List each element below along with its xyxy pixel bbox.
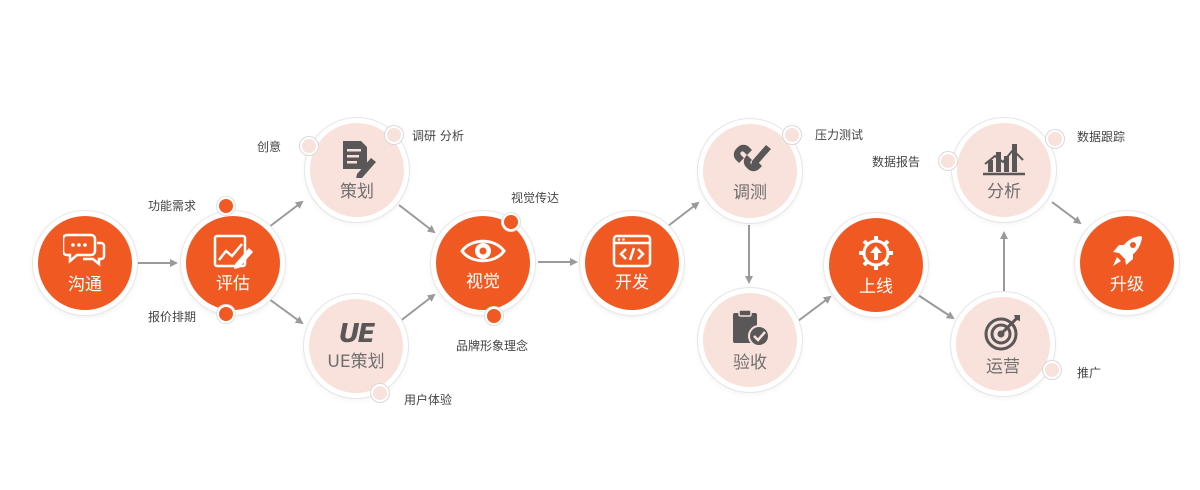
step-goutong: 沟通 [33, 211, 137, 315]
step-shengji: 升级 [1075, 211, 1179, 315]
step-label: 策划 [340, 182, 374, 202]
dot-diaoyan [385, 126, 403, 144]
step-label: 评估 [216, 274, 250, 294]
ue-logo-icon: UE [338, 319, 376, 349]
code-window-icon [612, 234, 652, 268]
gear-upload-icon [859, 236, 893, 270]
step-yunying: 运营 [951, 292, 1055, 396]
note-chuanda: 视觉传达 [511, 191, 560, 205]
step-label: 沟通 [68, 275, 102, 295]
step-shangxian: 上线 [824, 213, 928, 317]
step-label: UE策划 [327, 352, 385, 372]
step-label: 运营 [986, 357, 1020, 377]
step-label: 调测 [733, 183, 767, 203]
dot-yali [783, 126, 801, 144]
note-tuiguang: 推广 [1077, 366, 1102, 380]
eye-icon [460, 239, 506, 263]
dot-chuanda [502, 213, 520, 231]
chat-bubbles-icon [63, 233, 106, 267]
dot-baogao [939, 152, 957, 170]
arrow-kaifa-tiaoce [667, 201, 700, 227]
step-fenxi: 分析 [952, 118, 1056, 222]
note-gongneng: 功能需求 [148, 199, 197, 213]
arrow-pinggu-ue [268, 298, 304, 325]
note-yonghu: 用户体验 [404, 393, 453, 407]
bar-chart-icon [983, 144, 1025, 176]
dot-tuiguang [1043, 361, 1061, 379]
target-icon [984, 315, 1020, 351]
step-pinggu: 评估 [181, 211, 285, 315]
step-yanshou: 验收 [698, 288, 802, 392]
arrow-shangxian-yunying [917, 294, 955, 320]
dot-yonghu [371, 384, 389, 402]
step-label: 验收 [733, 353, 767, 373]
arrow-fenxi-shengji [1051, 201, 1082, 225]
arrow-cehua-shijue [398, 204, 436, 234]
note-linian: 品牌形象理念 [456, 339, 529, 353]
note-genzong: 数据跟踪 [1077, 130, 1126, 144]
dot-chuangyi [300, 137, 318, 155]
dot-baojia [217, 305, 235, 323]
step-label: 升级 [1110, 275, 1144, 295]
step-shijue: 视觉 [431, 211, 535, 315]
step-label: 视觉 [466, 272, 500, 292]
dot-linian [485, 307, 503, 325]
note-baogao: 数据报告 [872, 155, 921, 169]
trend-chart-icon [213, 234, 253, 269]
arrow-pinggu-cehua [268, 200, 304, 228]
step-kaifa: 开发 [580, 211, 684, 315]
note-chuangyi: 创意 [257, 140, 282, 154]
rocket-icon [1113, 236, 1142, 266]
arrow-yanshou-shangxian [797, 295, 832, 322]
step-label: 分析 [987, 182, 1021, 202]
link-pencil-icon [733, 144, 771, 172]
step-label: 上线 [859, 277, 893, 297]
document-pen-icon [343, 141, 376, 178]
dot-genzong [1046, 130, 1064, 148]
step-ue-cehua: UE UE策划 [304, 294, 408, 398]
note-diaoyan: 调研 分析 [412, 129, 464, 143]
note-baojia: 报价排期 [148, 310, 197, 324]
note-yali: 压力测试 [815, 128, 864, 142]
arrow-ue-shijue [398, 293, 436, 323]
clipboard-check-icon [733, 309, 770, 347]
dot-gongneng [217, 197, 235, 215]
step-label: 开发 [615, 273, 649, 293]
